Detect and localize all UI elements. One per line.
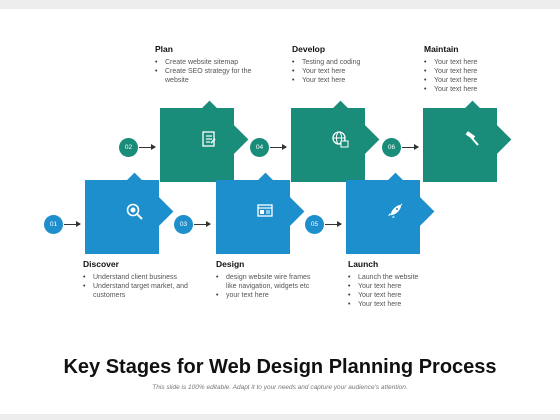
stage-bullet: Create SEO strategy for the website [155,67,260,85]
connector-arrow [64,221,81,227]
stage-develop-text: Develop Testing and coding Your text her… [292,44,397,85]
stage-design-shape [216,172,312,262]
stage-bullet: Your text here [348,300,453,309]
checklist-icon [194,124,224,154]
slide-subtitle: This slide is 100% editable. Adapt it to… [152,384,408,391]
globe-code-icon [325,124,355,154]
rocket-icon [380,196,410,226]
stage-bullet: Launch the website [348,273,453,282]
stage-bullet: Your text here [292,76,397,85]
stage-heading: Design [216,259,245,269]
stage-bullet: Your text here [424,76,529,85]
connector-arrow [325,221,342,227]
stage-bullet: your text here [216,291,321,300]
stage-bullet: design website wire frames like navigati… [216,273,321,291]
stage-number-badge: 06 [382,138,401,157]
stage-discover-text: Discover Understand client business Unde… [83,259,188,300]
stage-bullet: Your text here [292,67,397,76]
stage-plan-text: Plan Create website sitemap Create SEO s… [155,44,260,85]
connector-arrow [270,144,287,150]
stage-heading: Plan [155,44,173,54]
stage-bullet: Your text here [348,291,453,300]
stage-heading: Launch [348,259,379,269]
stage-launch-text: Launch Launch the website Your text here… [348,259,453,309]
stage-heading: Discover [83,259,119,269]
bottom-band [0,414,560,420]
browser-layout-icon [250,196,280,226]
connector-arrow [194,221,211,227]
slide-title: Key Stages for Web Design Planning Proce… [63,356,497,378]
stage-bullet: Your text here [424,85,529,94]
stage-number-badge: 03 [174,215,193,234]
stage-bullet: Your text here [424,67,529,76]
connector-arrow [139,144,156,150]
stage-number-badge: 02 [119,138,138,157]
hammer-icon [457,124,487,154]
stage-number-badge: 04 [250,138,269,157]
stage-discover-shape [85,172,181,262]
top-band [0,0,560,9]
search-icon [119,196,149,226]
stage-bullet: Create website sitemap [155,58,260,67]
stage-bullet: Your text here [424,58,529,67]
stage-number-badge: 05 [305,215,324,234]
stage-develop-shape [291,100,387,190]
stage-bullet: Testing and coding [292,58,397,67]
stage-design-text: Design design website wire frames like n… [216,259,321,300]
stage-heading: Develop [292,44,326,54]
stage-plan-shape [160,100,256,190]
stage-bullet: Understand target market, and customers [83,282,188,300]
stage-bullet: Your text here [348,282,453,291]
stage-maintain-text: Maintain Your text here Your text here Y… [424,44,529,94]
stage-launch-shape [346,172,442,262]
connector-arrow [402,144,419,150]
stage-bullet: Understand client business [83,273,188,282]
stage-maintain-shape [423,100,519,190]
stage-heading: Maintain [424,44,459,54]
stage-number-badge: 01 [44,215,63,234]
